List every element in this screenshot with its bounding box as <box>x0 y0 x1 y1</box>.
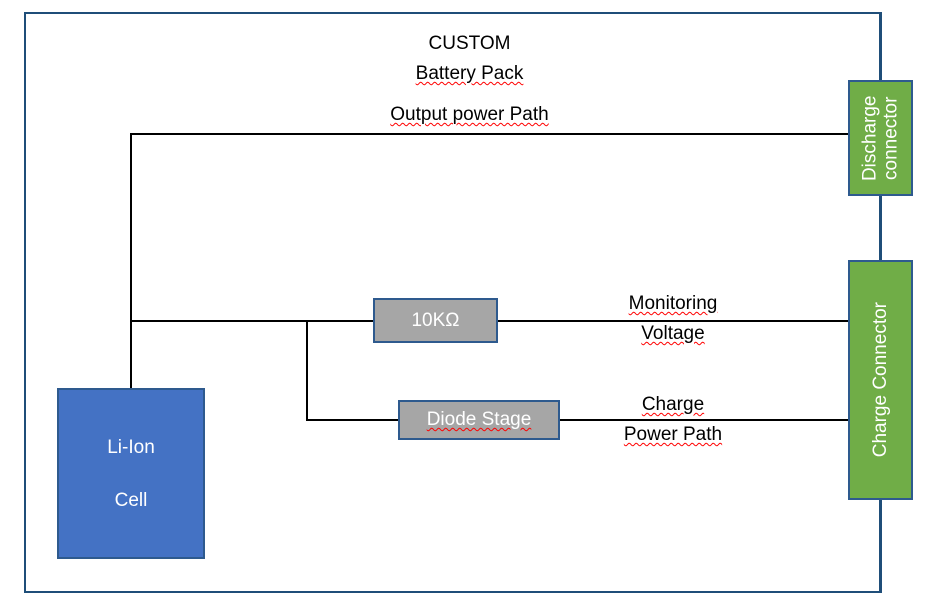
diagram-title-line-2: Battery Pack <box>0 64 939 83</box>
discharge-connector-label-line-1: Discharge <box>859 95 881 181</box>
diode-stage-block: Diode Stage <box>398 400 560 440</box>
connector-rail-middle <box>880 195 882 261</box>
connector-rail-top <box>880 12 882 80</box>
wire-monitoring-right <box>497 320 849 322</box>
power-path-text: Power Path <box>623 424 723 445</box>
resistor-label: 10KΩ <box>411 309 460 331</box>
discharge-connector-label: Discharge connector <box>859 95 902 181</box>
cell-label-line-1: Li-Ion <box>107 436 155 458</box>
wire-charge-right <box>559 419 849 421</box>
cell-label-line-2: Cell <box>114 489 148 511</box>
charge-connector-block: Charge Connector <box>848 260 913 500</box>
diagram-title-output-power-path: Output power Path <box>0 105 939 124</box>
charge-connector-label: Charge Connector <box>869 302 891 458</box>
li-ion-cell-block: Li-Ion Cell <box>57 388 205 559</box>
wire-monitoring-left <box>130 320 374 322</box>
discharge-connector-label-line-2: connector <box>880 96 902 180</box>
monitoring-text: Monitoring <box>628 293 718 314</box>
wire-charge-left <box>306 419 399 421</box>
voltage-text: Voltage <box>641 323 705 344</box>
diode-stage-label: Diode Stage <box>426 409 532 430</box>
wire-charge-vertical <box>306 320 308 421</box>
wire-discharge-horizontal <box>130 133 849 135</box>
charge-text: Charge <box>641 394 705 415</box>
diagram-title-line-1: CUSTOM <box>428 33 511 54</box>
charge-path-label-below: Power Path <box>583 425 763 444</box>
title-output-power-path-text: Output power Path <box>390 104 549 125</box>
monitoring-path-label-below: Voltage <box>583 324 763 343</box>
charge-path-label-above: Charge <box>583 395 763 414</box>
resistor-block: 10KΩ <box>373 298 498 343</box>
discharge-connector-block: Discharge connector <box>848 80 913 196</box>
wire-discharge-vertical <box>130 133 132 395</box>
monitoring-path-label-above: Monitoring <box>583 294 763 313</box>
title-battery-pack-text: Battery Pack <box>415 63 524 84</box>
connector-rail-bottom <box>880 500 882 593</box>
